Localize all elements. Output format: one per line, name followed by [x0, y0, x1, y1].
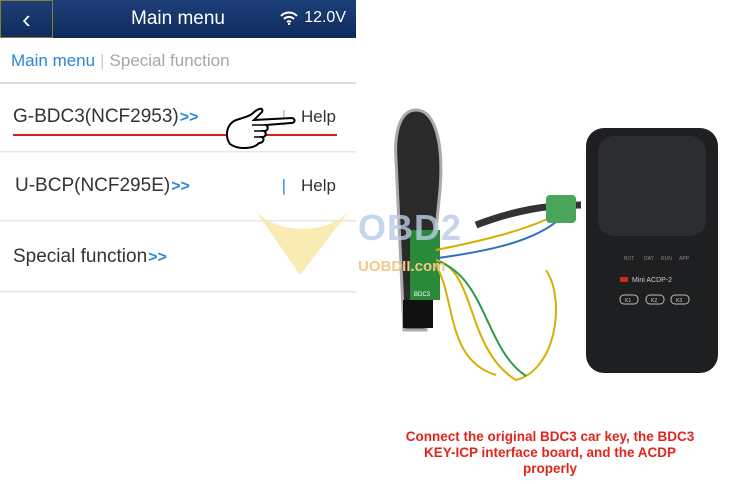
header-bar: ‹ Main menu 12.0V: [0, 0, 356, 38]
led-label: RUN: [661, 256, 672, 262]
k1-button: [619, 294, 639, 305]
key-board: [410, 230, 440, 300]
watermark-logo: [255, 210, 350, 275]
menu-item-g-bdc3[interactable]: G-BDC3(NCF2953)>> | Help: [0, 84, 356, 152]
separator: |: [281, 107, 286, 126]
menu-item-u-bcp[interactable]: U-BCP(NCF295E)>> | Help: [0, 153, 356, 221]
breadcrumb-separator: |: [100, 51, 105, 70]
page-title: Main menu: [131, 8, 225, 29]
chevron-left-icon: ‹: [22, 3, 31, 34]
menu-item-label: Special function: [13, 246, 148, 267]
help-button[interactable]: Help: [301, 176, 336, 195]
led-label: BOT: [624, 256, 634, 262]
help-button[interactable]: Help: [301, 107, 336, 126]
led-label: APP: [679, 256, 690, 262]
breadcrumb: Main menu|Special function: [0, 38, 356, 84]
k2-label: K2: [651, 298, 657, 304]
k3-button: [670, 294, 690, 305]
arrow-icon: >>: [148, 249, 167, 266]
back-button[interactable]: ‹: [0, 0, 53, 38]
arrow-icon: >>: [179, 109, 199, 126]
k1-label: K1: [625, 298, 631, 304]
separator: |: [281, 176, 286, 195]
menu-item-label: G-BDC3(NCF2953): [13, 106, 179, 127]
watermark-text: OBD2: [358, 207, 463, 248]
menu-item-label: U-BCP(NCF295E): [15, 175, 171, 196]
voltage-status: 12.0V: [280, 9, 346, 27]
led-label: DAT: [644, 256, 654, 262]
device-label: Mini ACDP-2: [632, 277, 672, 284]
k2-button: [645, 294, 665, 305]
breadcrumb-main-menu[interactable]: Main menu: [11, 51, 96, 70]
cable: [435, 214, 557, 382]
k3-label: K3: [676, 298, 682, 304]
voltage-value: 12.0V: [304, 9, 346, 26]
board-label: BDC3: [414, 292, 431, 298]
hardware-photo: BOT DAT RUN APP Mini ACDP-2 K1 K2 K3 BDC…: [394, 108, 718, 382]
pointing-hand-icon: [225, 107, 296, 149]
instruction-caption: Connect the original BDC3 car key, the B…: [405, 429, 695, 476]
red-underline: [13, 134, 337, 136]
wifi-icon: [280, 11, 298, 25]
watermark-url: UOBDII.com: [358, 258, 446, 275]
arrow-icon: >>: [171, 178, 190, 195]
app-panel: ‹ Main menu 12.0V Main menu|Special func…: [0, 0, 356, 293]
breadcrumb-special-function[interactable]: Special function: [109, 51, 230, 70]
